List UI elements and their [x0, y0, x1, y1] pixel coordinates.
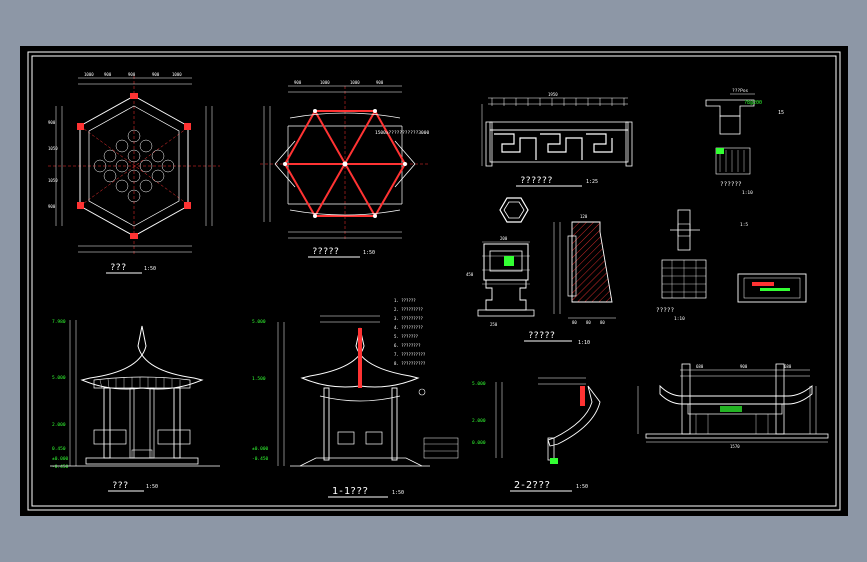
sec1-note-1: 1. ?????? [394, 298, 416, 303]
railing-scale: 1:25 [586, 179, 598, 185]
sec1-note-3: 3. ????????? [394, 316, 423, 321]
inner-frame [31, 55, 837, 507]
section-detail-scale: 1:10 [578, 340, 590, 346]
pavilion-drawing-sheet: 1000 900 900 900 1000 900 1050 1050 900 … [27, 51, 841, 511]
sec2-level-1: 5.000 [472, 381, 486, 387]
sec1-level-2: 1.500 [252, 376, 266, 382]
roof-dim-4: 900 [376, 80, 384, 85]
railing-overall-dim: 1950 [548, 92, 558, 97]
detail-top-scale: 1:10 [742, 190, 753, 196]
railing-elevation: 1950 ?????? 1:25 [481, 92, 633, 187]
roof-plan-scale: 1:50 [363, 250, 375, 256]
plan-dim-top-2: 900 [104, 72, 112, 77]
plan-dim-top-4: 900 [152, 72, 160, 77]
front-elevation: 7.980 5.000 2.000 0.450 ±0.000 -0.450 ??… [50, 319, 220, 492]
plan-dim-top-3: 900 [128, 72, 136, 77]
plan-title: ??? [110, 263, 126, 273]
section-2-2: 5.000 2.000 0.000 2-2??? 1:50 [472, 377, 601, 492]
sec1-note-8: 8. ?????????? [394, 361, 426, 366]
post-dim-2: 200 [500, 236, 508, 241]
plan-scale: 1:50 [144, 266, 156, 272]
front-elev-scale: 1:50 [146, 484, 158, 490]
front-level-1: 7.980 [52, 319, 66, 325]
detail-tag: 15 [778, 110, 784, 116]
base-dim-4: 1570 [730, 444, 740, 449]
railing-title: ?????? [520, 176, 553, 186]
section-detail: 120 80 80 80 ????? 1:10 [524, 214, 616, 346]
plan-dim-top-5: 1000 [172, 72, 182, 77]
section-2-title: 2-2??? [514, 480, 550, 491]
sec1-note-2: 2. ????????? [394, 307, 423, 312]
roof-plan-title: ????? [312, 247, 339, 257]
front-level-5: ±0.000 [52, 456, 69, 462]
sec2-level-3: 0.000 [472, 440, 486, 446]
sec1-note-7: 7. ?????????? [394, 352, 426, 357]
base-dim-3: 680 [784, 364, 792, 369]
cad-viewport[interactable]: 1000 900 900 900 1000 900 1050 1050 900 … [20, 46, 848, 516]
base-dim-1: 680 [696, 364, 704, 369]
sec1-level-4: -0.450 [252, 456, 269, 462]
roof-dim-3: 1000 [350, 80, 360, 85]
section-dim-4: 80 [600, 320, 605, 325]
section-dim-1: 120 [580, 214, 588, 219]
sec2-level-2: 2.000 [472, 418, 486, 424]
post-dim-1: 450 [466, 272, 474, 277]
front-level-6: -0.450 [52, 464, 69, 470]
detail-mid-tag: 1:5 [740, 222, 748, 228]
base-dim-2: 900 [740, 364, 748, 369]
front-level-4: 0.450 [52, 446, 66, 452]
sec1-note-5: 5. ??????? [394, 334, 419, 339]
plan-dim-left-4: 900 [48, 204, 56, 209]
detail-top-title: ?????? [720, 181, 742, 188]
section-1-1: 5.000 1.500 ±0.000 -0.450 1. ?????? 2. ?… [252, 298, 459, 498]
sec1-note-4: 4. ????????? [394, 325, 423, 330]
roof-dim-2: 1000 [320, 80, 330, 85]
plan-dim-left-3: 1050 [48, 178, 58, 183]
section-2-scale: 1:50 [576, 484, 588, 490]
detail-top-right: ???Pos ?8@200 15 ?????? 1:10 [705, 88, 784, 196]
plan-dim-left-1: 900 [48, 120, 56, 125]
outer-frame [27, 51, 841, 511]
post-dim-3: 250 [490, 322, 498, 327]
sec1-note-6: 6. ???????? [394, 343, 421, 348]
front-elev-title: ??? [112, 481, 128, 491]
sec1-level-1: 5.000 [252, 319, 266, 325]
front-level-2: 5.000 [52, 375, 66, 381]
front-level-3: 2.000 [52, 422, 66, 428]
detail-note-1: ???Pos [732, 88, 749, 94]
section-1-scale: 1:50 [392, 490, 404, 496]
section-1-title: 1-1??? [332, 486, 368, 497]
plan-view: 1000 900 900 900 1000 900 1050 1050 900 … [48, 72, 220, 274]
base-elevation: 680 900 680 1570 [637, 363, 829, 449]
detail-mid-title: ????? [656, 307, 674, 314]
section-dim-3: 80 [586, 320, 591, 325]
section-detail-title: ????? [528, 331, 555, 341]
plan-dim-top-1: 1000 [84, 72, 94, 77]
roof-note: 1500x???????????3000 [375, 130, 429, 136]
section-dim-2: 80 [572, 320, 577, 325]
detail-mid-scale: 1:10 [674, 316, 685, 322]
detail-note-2: ?8@200 [744, 100, 762, 106]
roof-dim-1: 900 [294, 80, 302, 85]
detail-mid-right: 1:5 ????? 1:10 [656, 209, 807, 322]
post-detail: 450 200 250 [466, 197, 535, 327]
plan-dim-left-2: 1050 [48, 146, 58, 151]
roof-plan-view: 900 1000 1000 900 1500x???????????3000 ?… [260, 80, 430, 258]
sec1-level-3: ±0.000 [252, 446, 269, 452]
